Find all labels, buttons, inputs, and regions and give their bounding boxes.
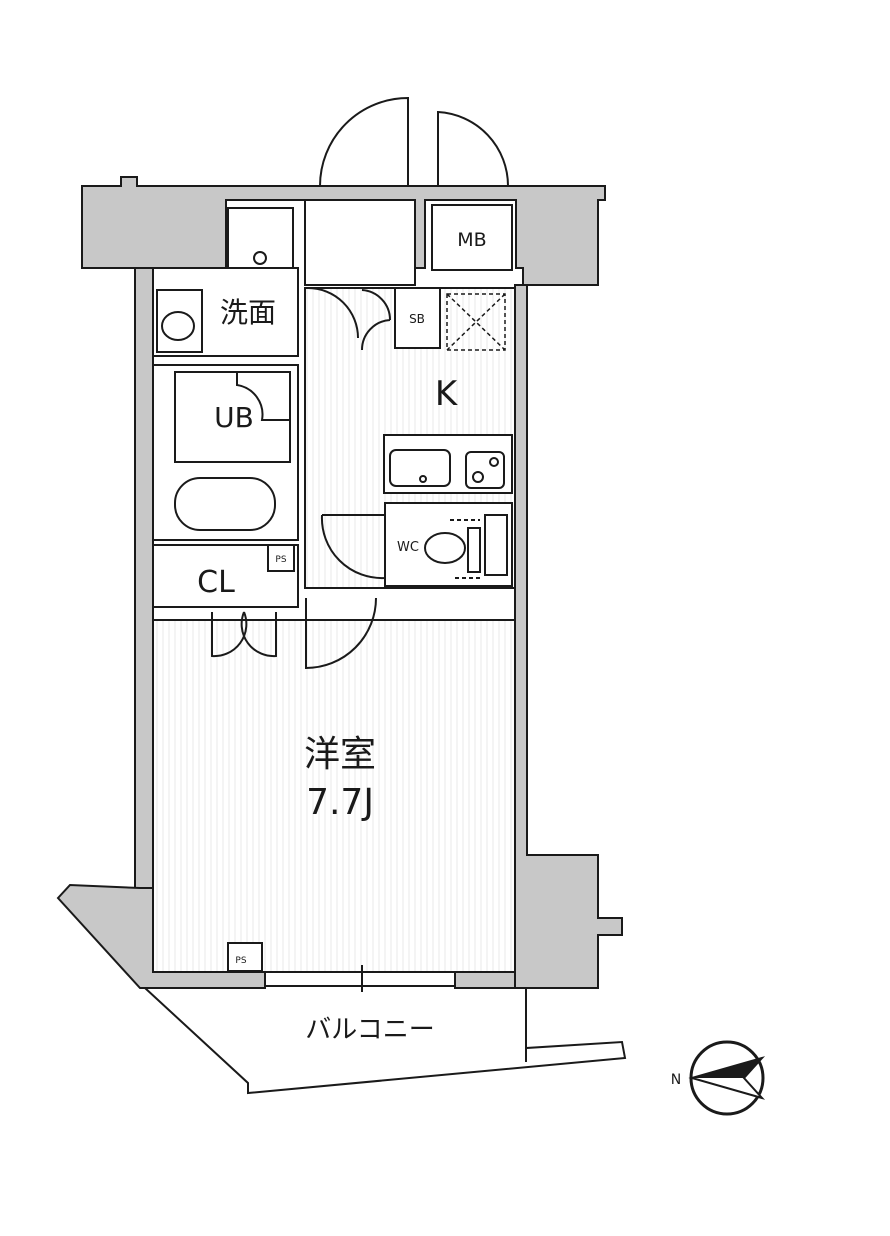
mb-label: MB <box>457 229 486 251</box>
sb-label: SB <box>409 312 425 326</box>
mb-box <box>431 204 513 271</box>
north-label: N <box>671 1072 681 1088</box>
ps-box-bottom <box>227 942 263 972</box>
left-wall <box>134 267 154 889</box>
western-room-size: 7.7J <box>306 782 374 823</box>
entrance <box>304 96 510 286</box>
balcony-label: バルコニー <box>305 1015 434 1045</box>
cl-label: CL <box>197 565 235 600</box>
compass-icon <box>688 1040 766 1116</box>
kitchen-counter <box>383 434 513 494</box>
balcony-window <box>264 965 456 992</box>
wc-label: WC <box>397 540 419 555</box>
k-label: K <box>435 374 459 414</box>
unit-bath <box>152 364 299 541</box>
closet <box>152 544 299 658</box>
western-room-label: 洋室 <box>304 734 376 775</box>
senmen-label: 洗面 <box>220 296 276 329</box>
western-room-floor <box>152 619 516 973</box>
wc-room <box>320 502 513 587</box>
ps-label-bottom: PS <box>235 956 246 966</box>
right-wall <box>514 284 623 989</box>
washroom <box>152 207 392 357</box>
fridge-space <box>446 293 506 351</box>
sb-box <box>394 287 441 349</box>
ub-label: UB <box>214 401 254 434</box>
ps-label-top: PS <box>275 555 286 565</box>
room-door <box>305 597 377 670</box>
balcony <box>144 987 627 1095</box>
